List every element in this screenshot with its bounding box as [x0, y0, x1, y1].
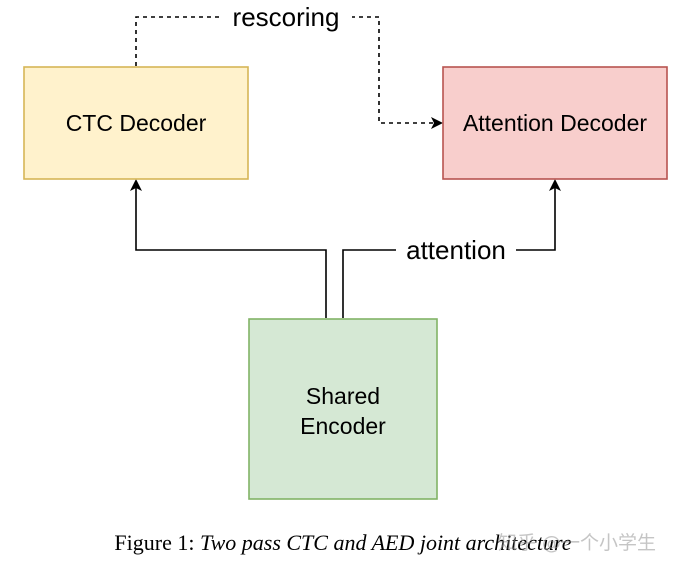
attention-decoder-node: Attention Decoder: [442, 66, 668, 180]
shared-encoder-label-line2: Encoder: [300, 413, 386, 439]
encoder-to-ctc-connector: [130, 179, 327, 318]
watermark: 知乎 @一个小学生: [498, 532, 657, 554]
rescoring-edge: rescoring: [135, 2, 443, 129]
shared-encoder-box: [248, 318, 438, 500]
attention-decoder-box: [442, 66, 668, 180]
ctc-decoder-box: [23, 66, 249, 180]
attention-label: attention: [406, 235, 506, 265]
caption-title: Two pass CTC and AED joint architecture: [199, 530, 572, 555]
figure-caption: Figure 1: Two pass CTC and AED joint arc…: [0, 530, 686, 556]
shared-encoder-node: Shared Encoder: [248, 318, 438, 500]
attention-edge: attention: [342, 179, 561, 318]
attention-decoder-label: Attention Decoder: [463, 110, 647, 136]
rescoring-label: rescoring: [233, 2, 340, 32]
rescoring-connector: [135, 16, 443, 129]
shared-encoder-label-line1: Shared: [306, 383, 380, 409]
ctc-decoder-label: CTC Decoder: [66, 110, 207, 136]
ctc-decoder-node: CTC Decoder: [23, 66, 249, 180]
caption-prefix: Figure 1:: [114, 530, 200, 555]
